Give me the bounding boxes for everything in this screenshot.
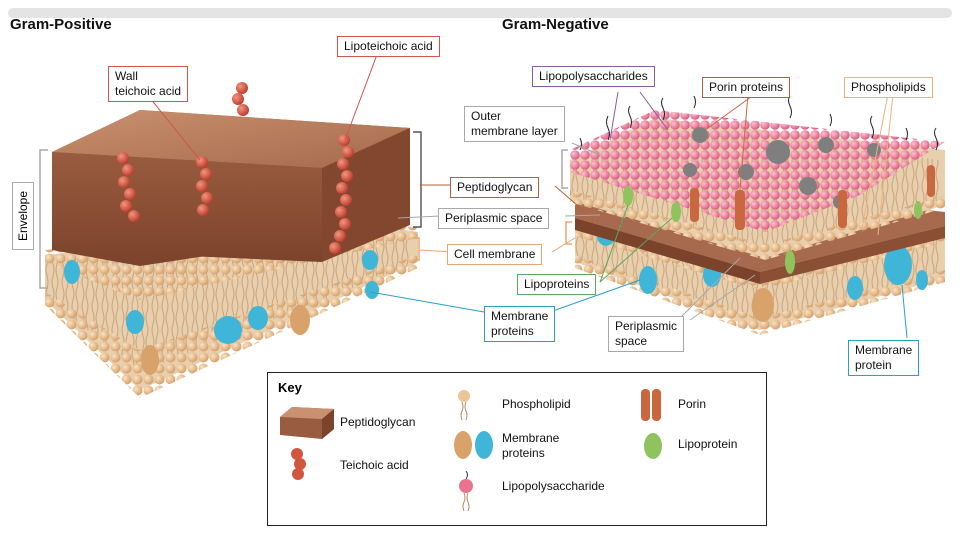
key-title: Key: [278, 380, 302, 395]
peptidoglycan-key-icon: [280, 407, 334, 439]
lipoteichoic-acid-label: Lipoteichoic acid: [337, 36, 440, 57]
key-lipopolysaccharide: Lipopolysaccharide: [502, 479, 605, 493]
membrane-protein-label: Membrane protein: [848, 340, 920, 376]
key-teichoic-acid: Teichoic acid: [340, 458, 409, 472]
envelope-label: Envelope: [12, 182, 34, 250]
key-lipoprotein: Lipoprotein: [678, 437, 738, 451]
lipopolysaccharides-label: Lipopolysaccharides: [532, 66, 655, 87]
teichoic-acid-chains: [117, 82, 354, 254]
gram-positive-peptidoglycan-block: [52, 110, 410, 266]
gram-positive-heading: Gram-Positive: [10, 16, 112, 33]
key-panel: Key Peptidoglycan Teichoic acid Phosphol…: [267, 372, 767, 526]
key-phospholipid: Phospholipid: [502, 397, 571, 411]
lipoproteins-label: Lipoproteins: [517, 274, 597, 295]
lipopolysaccharide-key-icon: [459, 471, 473, 512]
wall-teichoic-acid-label: Wall teichoic acid: [108, 66, 189, 102]
gram-negative-outer-membrane: [570, 95, 945, 274]
membrane-proteins-label: Membrane proteins: [484, 306, 556, 342]
top-bar: [8, 8, 952, 18]
key-membrane-proteins: Membrane proteins: [502, 431, 560, 460]
membrane-proteins-key-icon: [454, 431, 493, 459]
outer-membrane-layer-label: Outer membrane layer: [464, 106, 565, 142]
key-peptidoglycan: Peptidoglycan: [340, 415, 416, 429]
phospholipid-key-icon: [458, 390, 470, 421]
periplasmic-space-label: Periplasmic space: [438, 208, 550, 229]
phospholipids-label: Phospholipids: [844, 77, 933, 98]
envelope-label-text: Envelope: [16, 190, 30, 242]
porin-proteins-label: Porin proteins: [702, 77, 791, 98]
porin-key-icon: [641, 389, 661, 421]
periplasmic-space-2-label: Periplasmic space: [608, 316, 685, 352]
teichoic-acid-key-icon: [291, 448, 306, 480]
lipoprotein-key-icon: [644, 433, 662, 459]
cell-membrane-label: Cell membrane: [447, 244, 543, 265]
peptidoglycan-label: Peptidoglycan: [450, 177, 540, 198]
key-porin: Porin: [678, 397, 707, 411]
gram-negative-heading: Gram-Negative: [502, 16, 609, 33]
